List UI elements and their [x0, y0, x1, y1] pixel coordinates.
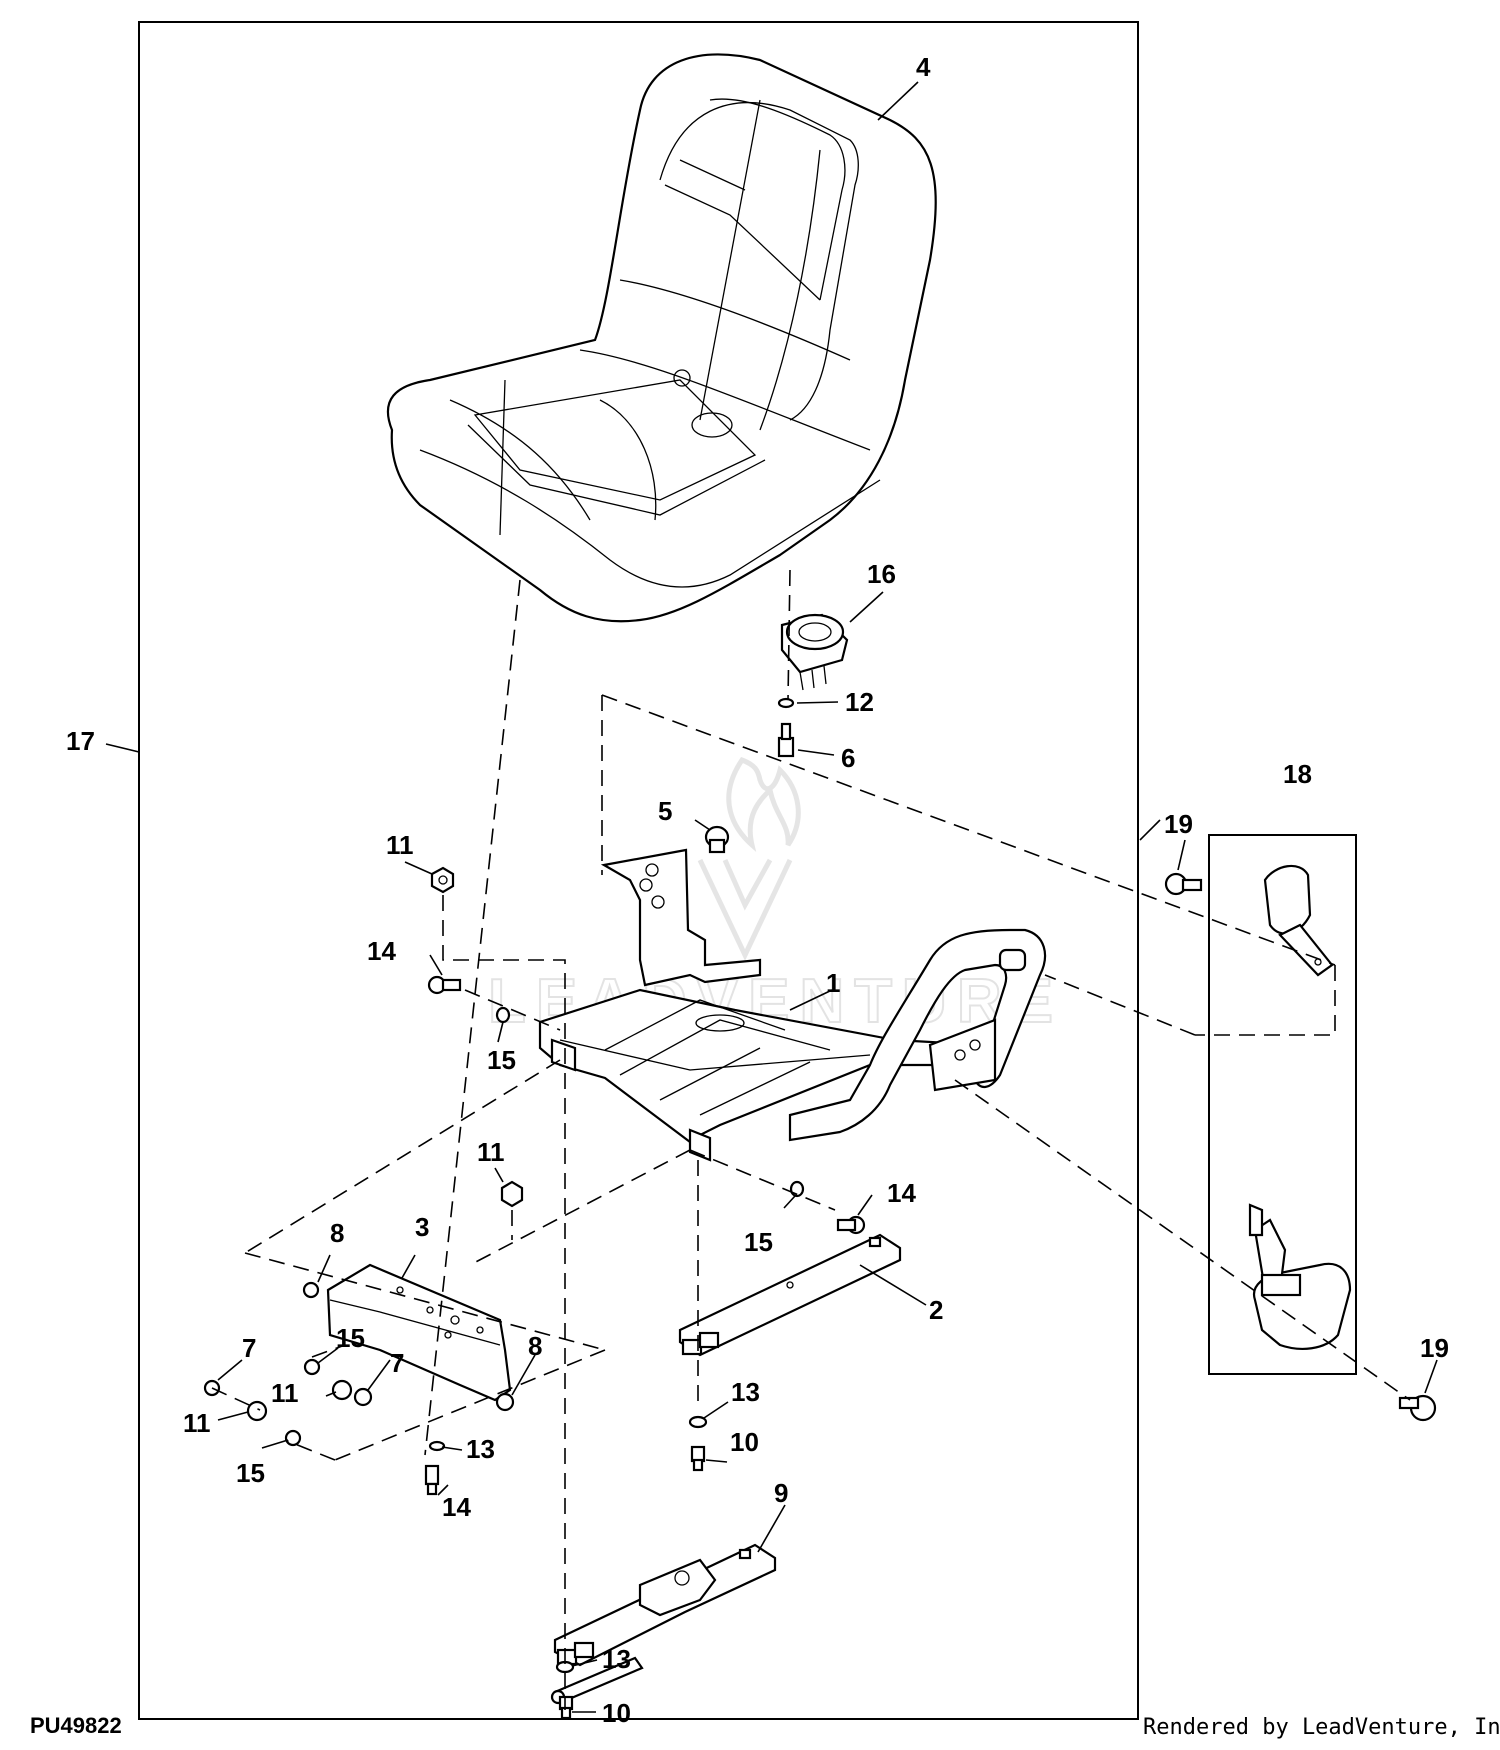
nut-7-right — [353, 1387, 373, 1407]
callout-15-b1: 15 — [336, 1323, 365, 1353]
slide-rail-2 — [678, 1233, 902, 1357]
seat-switch — [780, 613, 849, 691]
callout-11-b2: 11 — [183, 1408, 211, 1438]
callout-7-left: 7 — [242, 1333, 256, 1363]
callout-15-left: 15 — [487, 1045, 516, 1075]
washer-8-left — [302, 1281, 320, 1299]
assembly-lines — [211, 569, 1411, 1710]
callout-19-lower: 19 — [1420, 1333, 1449, 1363]
callout-14-left: 14 — [367, 936, 396, 966]
callout-10-mid: 10 — [730, 1427, 759, 1457]
callout-2: 2 — [929, 1295, 943, 1325]
callout-5: 5 — [658, 796, 672, 826]
callout-8-right: 8 — [528, 1331, 542, 1361]
callout-3: 3 — [415, 1212, 429, 1242]
bolt-14-right — [836, 1215, 866, 1235]
seat-belt-retractor — [1248, 1203, 1352, 1350]
callout-14-lower: 14 — [442, 1492, 471, 1522]
callout-8-left: 8 — [330, 1218, 344, 1248]
callout-labels: 4 16 12 6 17 5 11 14 1 15 11 14 15 3 8 2… — [66, 52, 1449, 1728]
callout-17: 17 — [66, 726, 95, 756]
bolt-19-lower — [1398, 1394, 1437, 1422]
slide-rail-9 — [550, 1543, 777, 1705]
washer-15-b1 — [303, 1358, 321, 1376]
bolt-6 — [777, 722, 795, 758]
bolt-19-upper — [1164, 872, 1203, 896]
washer-13-mid — [688, 1415, 708, 1429]
washer-15-b2 — [284, 1429, 302, 1447]
callout-6: 6 — [841, 743, 855, 773]
nut-11-top — [430, 866, 455, 894]
callout-16: 16 — [867, 559, 896, 589]
callout-18: 18 — [1283, 759, 1312, 789]
callout-19-upper: 19 — [1164, 809, 1193, 839]
callout-13-mid: 13 — [731, 1377, 760, 1407]
callout-7-right: 7 — [390, 1348, 404, 1378]
washer-15-left — [495, 1006, 511, 1024]
callout-11-b1: 11 — [271, 1378, 299, 1408]
bolt-14-lower — [424, 1464, 440, 1496]
seat-belt-box — [1208, 834, 1357, 1375]
washer-8-right — [495, 1392, 515, 1412]
diagram-id: PU49822 — [30, 1713, 122, 1738]
callout-13-bottom: 13 — [602, 1644, 631, 1674]
callout-15-right: 15 — [744, 1227, 773, 1257]
watermark: LEADVENTURE — [487, 756, 1054, 1037]
callout-11-top: 11 — [386, 830, 414, 860]
callout-11-mid: 11 — [477, 1137, 505, 1167]
leader-lines — [105, 81, 1438, 1713]
callout-10-bottom: 10 — [602, 1698, 631, 1728]
callout-15-b2: 15 — [236, 1458, 265, 1488]
bolt-14-left — [427, 975, 462, 995]
washer-12 — [777, 697, 795, 709]
callout-4: 4 — [916, 52, 931, 82]
rendered-by-credit: Rendered by LeadVenture, Inc. — [1143, 1715, 1500, 1740]
washer-13-left — [428, 1440, 446, 1452]
seat-belt-buckle — [1263, 864, 1334, 977]
bolt-10-mid — [690, 1445, 706, 1472]
callout-1: 1 — [826, 968, 840, 998]
nut-11-b1 — [331, 1379, 353, 1401]
bolt-10-bottom — [558, 1695, 574, 1720]
callout-12: 12 — [845, 687, 874, 717]
callout-9: 9 — [774, 1478, 788, 1508]
seat — [386, 53, 937, 623]
nut-11-mid — [500, 1180, 524, 1208]
knob-5 — [704, 825, 730, 854]
seat-support-frame — [538, 848, 1047, 1162]
assembly-frame — [138, 21, 1139, 1720]
callout-13-left: 13 — [466, 1434, 495, 1464]
nut-11-b2 — [246, 1400, 268, 1422]
callout-14-right: 14 — [887, 1178, 916, 1208]
